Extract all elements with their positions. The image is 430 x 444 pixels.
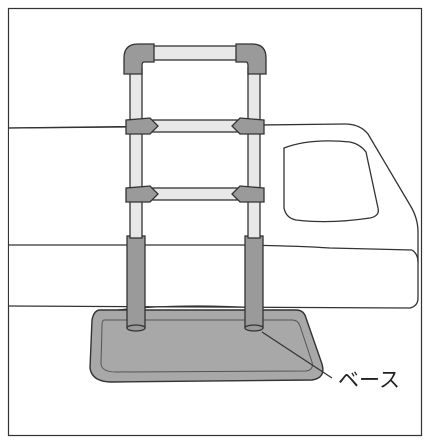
rail-frame [8, 43, 267, 332]
frame-border [7, 7, 423, 437]
base-label: ベース [338, 368, 400, 392]
right-post-sleeve [244, 235, 264, 329]
rung-lower [149, 187, 241, 201]
pillow [283, 140, 379, 223]
rung-upper [149, 119, 241, 133]
left-post-sleeve [126, 235, 146, 329]
top-grip-bar [145, 45, 243, 61]
base-callout-line [261, 331, 333, 379]
base-mat [89, 305, 324, 383]
